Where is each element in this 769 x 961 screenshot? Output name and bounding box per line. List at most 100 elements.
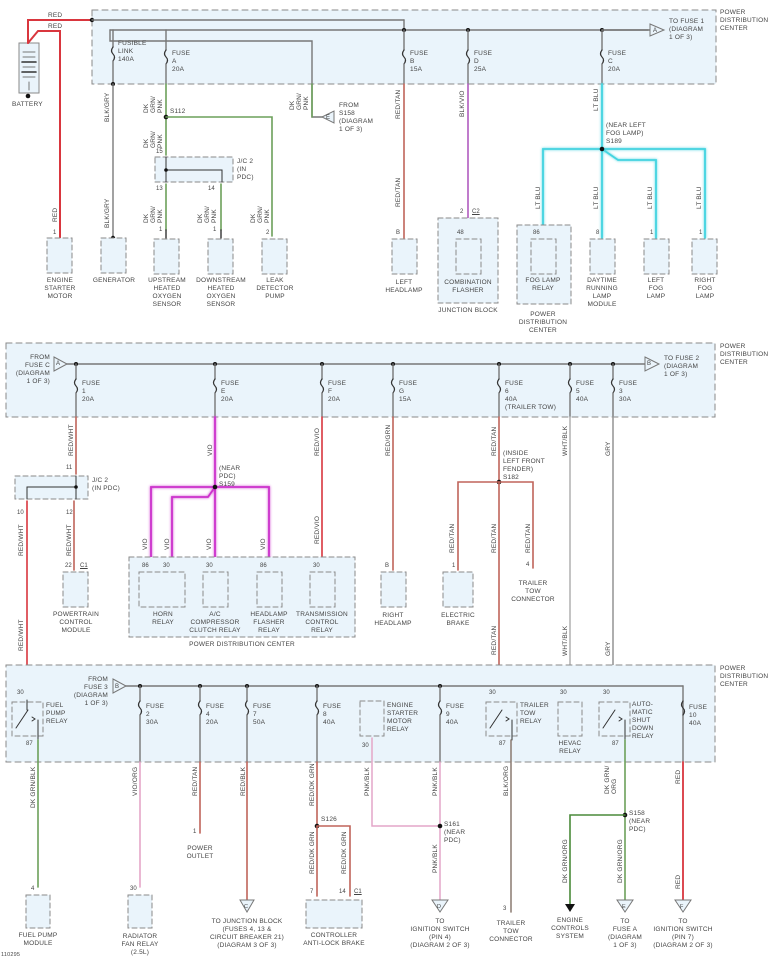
arrow-engine-controls	[565, 904, 575, 912]
wire-label-red-tan-low: RED/TAN	[491, 625, 498, 655]
pin: 4	[31, 886, 35, 892]
wire-label-vio-b: VIO	[164, 538, 171, 550]
connector-c1: C1	[80, 563, 88, 569]
wire-label-gry-low: GRY	[605, 641, 612, 656]
fuse-symbol-s2-1	[212, 378, 218, 394]
fuse-label: FUSE E 20A	[221, 380, 240, 403]
power-outlet-label: POWER OUTLET	[186, 845, 214, 860]
fuse-symbol-s2-0	[73, 378, 79, 394]
connector-c-letter: C	[244, 904, 249, 910]
splice-s161: S161 (NEAR PDC)	[444, 821, 466, 844]
right-fog-lamp-box	[691, 238, 718, 275]
wire-label-red-wht-b: RED/WHT	[18, 619, 25, 651]
left-headlamp-box	[391, 238, 418, 275]
splice-s158: S158 (NEAR PDC)	[629, 810, 651, 833]
pin: 87	[612, 741, 619, 747]
wire-label-pnk-blk-1: PNK/BLK	[364, 767, 371, 796]
fuse-label: FUSE 2 30A	[146, 703, 165, 726]
from-fuse3-label: FROM FUSE 3 (DIAGRAM 1 OF 3)	[73, 676, 108, 707]
jc2-pin-13: 13	[156, 186, 163, 192]
wire-label: WHT/BLK	[562, 425, 569, 456]
pdc-fog-container-label: POWER DISTRIBUTION CENTER	[518, 311, 568, 334]
pdc-fog-relay-box	[516, 224, 572, 305]
fuse-label: FUSE 1 20A	[82, 380, 101, 403]
wire-label-red-2: RED	[675, 874, 682, 889]
battery-label: BATTERY	[12, 101, 43, 108]
wire-label-dk-grn-pnk-6: DK GRN/ PNK	[289, 92, 310, 110]
fuse-symbol-s3-5	[680, 700, 686, 716]
drl-module-box	[589, 238, 616, 275]
fuel-pump-module-label: FUEL PUMP MODULE	[18, 932, 58, 947]
wire-battery-starter	[27, 30, 61, 239]
pin: 48	[457, 230, 464, 236]
pin: 30	[206, 563, 213, 569]
wire-label-lt-blu-5: LT BLU	[696, 186, 703, 209]
pin: 3	[503, 906, 507, 912]
pin: 1	[53, 230, 57, 236]
wire-abs-14	[316, 825, 351, 897]
fuse-label: FUSE 7 50A	[253, 703, 272, 726]
trailer-tow-connector-4-label: TRAILER TOW CONNECTOR	[511, 580, 555, 603]
wire-horn-86	[150, 486, 216, 571]
wire-label-red-tan-ttc: RED/TAN	[525, 523, 532, 553]
pdc-label-3: POWER DISTRIBUTION CENTER	[720, 665, 769, 688]
pin: 30	[17, 690, 24, 696]
fuse-symbol-s2-5	[567, 378, 573, 394]
generator-label: GENERATOR	[92, 277, 136, 284]
wire-label-dk-grn-pnk-1: DK GRN/ PNK	[143, 95, 164, 113]
wire-label-dk-grn-org-1: DK GRN/ ORG	[604, 765, 618, 795]
connector-c1-abs: C1	[354, 889, 362, 895]
connector-b2-letter: B	[647, 361, 652, 367]
wire-label-vio-a: VIO	[142, 538, 149, 550]
wire-label-red-wht-a: RED/WHT	[18, 524, 25, 556]
wire-horn-30	[171, 486, 216, 571]
wire-starter-relay	[371, 737, 441, 827]
pin: 30	[313, 563, 320, 569]
jc2-pin-15: 15	[156, 149, 163, 155]
electric-brake-box	[442, 571, 474, 608]
fuse-symbol-s3-0	[137, 700, 143, 716]
pin: 30	[362, 743, 369, 749]
connector-c2: C2	[472, 209, 480, 215]
connector-e	[616, 899, 634, 913]
fog-lamp-relay-box	[530, 238, 557, 275]
fuse-label: FUSE 8 40A	[323, 703, 342, 726]
fuse-a-label: FUSE A 20A	[172, 50, 191, 73]
wire-label-red-dk-grn-1: RED/DK GRN	[309, 763, 316, 806]
wire-label-blk-gry-2: BLK/GRY	[104, 198, 111, 228]
to-fuse-a-label: TO FUSE A (DIAGRAM 1 OF 3)	[607, 918, 643, 949]
connector-a2-letter: A	[56, 361, 61, 367]
wire-label-vio-c: VIO	[206, 538, 213, 550]
connector-d	[431, 899, 449, 913]
leak-detector-pump-label: LEAK DETECTOR PUMP	[256, 277, 294, 300]
jc2-pin-11: 11	[66, 465, 73, 471]
combination-flasher-label: COMBINATION FLASHER	[444, 279, 492, 294]
from-s158-label: FROM S158 (DIAGRAM 1 OF 3)	[339, 102, 374, 133]
wire-fog-lamp-relay	[542, 148, 603, 239]
ac-relay-box	[202, 571, 229, 608]
junction-block-label: JUNCTION BLOCK	[438, 307, 498, 314]
wire-label-lt-blu-3: LT BLU	[593, 186, 600, 209]
jc2-pin-12: 12	[66, 510, 73, 516]
figure-id: 110295	[1, 952, 21, 958]
headlamp-flasher-box	[256, 571, 283, 608]
pin: 22	[65, 563, 72, 569]
pin: 2	[266, 230, 270, 236]
right-headlamp-box	[380, 571, 407, 608]
left-headlamp-label: LEFT HEADLAMP	[385, 279, 423, 294]
fuse-label: FUSE 10 40A	[689, 704, 708, 727]
fuse-label: FUSE 4 20A	[206, 703, 225, 726]
connector-e-from-s158	[320, 110, 335, 124]
to-ignition-pin7-label: TO IGNITION SWITCH (PIN 7) (DIAGRAM 2 OF…	[653, 918, 713, 949]
left-fog-lamp-box	[643, 238, 670, 275]
radiator-fan-relay-box	[127, 894, 153, 929]
fuse-label: FUSE 3 30A	[619, 380, 638, 403]
wire-label-pnk-blk-2: PNK/BLK	[432, 767, 439, 796]
electric-brake-label: ELECTRIC BRAKE	[441, 612, 475, 627]
radiator-fan-relay-label: RADIATOR FAN RELAY (2.5L)	[121, 933, 159, 956]
pin: 30	[603, 690, 610, 696]
horn-relay-label: HORN RELAY	[152, 611, 174, 626]
trans-relay-label: TRANSMISSION CONTROL RELAY	[296, 611, 348, 634]
pin: 4	[526, 562, 530, 568]
upstream-o2-label: UPSTREAM HEATED OXYGEN SENSOR	[148, 277, 186, 308]
